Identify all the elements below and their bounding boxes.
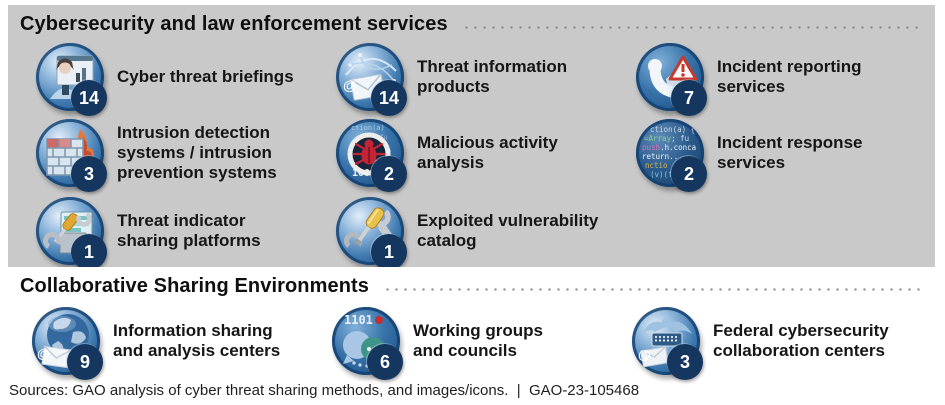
service-item-threat-indicator-sharing: 1 Threat indicator sharing platforms bbox=[36, 195, 336, 270]
svg-text:@: @ bbox=[37, 346, 50, 361]
tools-icon: 1 bbox=[336, 197, 407, 270]
svg-text:nctio: nctio bbox=[645, 161, 668, 170]
service-label: Threat information products bbox=[417, 57, 568, 96]
phone-alert-icon: 7 bbox=[636, 43, 707, 116]
count-badge: 14 bbox=[71, 80, 107, 116]
count-badge: 3 bbox=[667, 344, 703, 380]
count-badge: 9 bbox=[67, 344, 103, 380]
environment-label: Working groups and councils bbox=[413, 321, 544, 360]
svg-text:@: @ bbox=[343, 77, 357, 93]
presenter-briefing-icon: 14 bbox=[36, 43, 107, 116]
environment-item-working-groups: 1101 6 Working groups and councils bbox=[332, 305, 632, 380]
service-item-incident-response-services: ction(a) { =Array; fu push.h.conca retur… bbox=[636, 117, 936, 192]
service-item-cyber-threat-briefings: 14 Cyber threat briefings bbox=[36, 41, 336, 116]
service-label: Incident response services bbox=[717, 133, 863, 172]
section-collaborative-sharing: Collaborative Sharing Environments @ bbox=[8, 267, 935, 380]
count-badge: 1 bbox=[371, 234, 407, 270]
environment-label: Federal cybersecurity collaboration cent… bbox=[713, 321, 889, 360]
section-header: Cybersecurity and law enforcement servic… bbox=[8, 5, 935, 36]
environment-item-federal-collab-centers: @ 3 Federal cybersecurity collaboration … bbox=[632, 305, 932, 380]
count-badge: 2 bbox=[371, 156, 407, 192]
service-label: Intrusion detection systems / intrusion … bbox=[117, 123, 277, 182]
service-item-intrusion-detection-prevention: 3 Intrusion detection systems / intrusio… bbox=[36, 117, 336, 192]
svg-text:return...: return... bbox=[642, 152, 683, 161]
section-title: Collaborative Sharing Environments bbox=[20, 275, 370, 297]
service-label: Cyber threat briefings bbox=[117, 67, 294, 87]
service-item-exploited-vulnerability-catalog: 1 Exploited vulnerability catalog bbox=[336, 195, 636, 270]
svg-text:100: 100 bbox=[352, 168, 370, 179]
svg-text:ction(a) {: ction(a) { bbox=[650, 125, 695, 134]
eagle-keyboard-icon: @ 3 bbox=[632, 307, 703, 380]
count-badge: 2 bbox=[671, 156, 707, 192]
count-badge: 7 bbox=[671, 80, 707, 116]
service-item-threat-information-products: @ 14 Threat information products bbox=[336, 41, 636, 116]
environment-item-isacs: @ 9 Information sharing and analysis cen… bbox=[32, 305, 332, 380]
globe-email-icon: @ 9 bbox=[32, 307, 103, 380]
section-cybersecurity-services: Cybersecurity and law enforcement servic… bbox=[8, 5, 936, 270]
section-title: Cybersecurity and law enforcement servic… bbox=[20, 13, 448, 35]
svg-text:fu: fu bbox=[380, 134, 388, 141]
service-item-incident-reporting-services: 7 Incident reporting services bbox=[636, 41, 936, 116]
bug-magnifier-icon: ction(a) fu co 100 2 bbox=[336, 119, 407, 192]
service-label: Incident reporting services bbox=[717, 57, 862, 96]
count-badge: 3 bbox=[71, 156, 107, 192]
svg-text:(v)(fu: (v)(fu bbox=[650, 170, 677, 179]
svg-text:ction(a): ction(a) bbox=[351, 124, 385, 132]
service-item-malicious-activity-analysis: ction(a) fu co 100 2 Malicious activity … bbox=[336, 117, 636, 192]
svg-text:1101: 1101 bbox=[344, 313, 373, 327]
source-code-icon: ction(a) { =Array; fu push.h.conca retur… bbox=[636, 119, 707, 192]
svg-text:push.h.conca: push.h.conca bbox=[642, 143, 696, 152]
svg-text:@: @ bbox=[638, 347, 651, 362]
service-label: Malicious activity analysis bbox=[417, 133, 558, 172]
email-network-icon: @ 14 bbox=[336, 43, 407, 116]
section-header: Collaborative Sharing Environments bbox=[8, 267, 935, 298]
service-label: Threat indicator sharing platforms bbox=[117, 211, 261, 250]
source-note: Sources: GAO analysis of cyber threat sh… bbox=[9, 382, 640, 399]
svg-text:=Array; fu: =Array; fu bbox=[644, 134, 689, 143]
count-badge: 1 bbox=[71, 234, 107, 270]
service-label: Exploited vulnerability catalog bbox=[417, 211, 599, 250]
dotted-leader bbox=[461, 26, 921, 29]
dotted-leader bbox=[383, 288, 921, 291]
environment-label: Information sharing and analysis centers bbox=[113, 321, 281, 360]
firewall-flame-icon: 3 bbox=[36, 119, 107, 192]
chat-bubbles-binary-icon: 1101 6 bbox=[332, 307, 403, 380]
count-badge: 14 bbox=[371, 80, 407, 116]
tools-screen-icon: 1 bbox=[36, 197, 107, 270]
count-badge: 6 bbox=[367, 344, 403, 380]
